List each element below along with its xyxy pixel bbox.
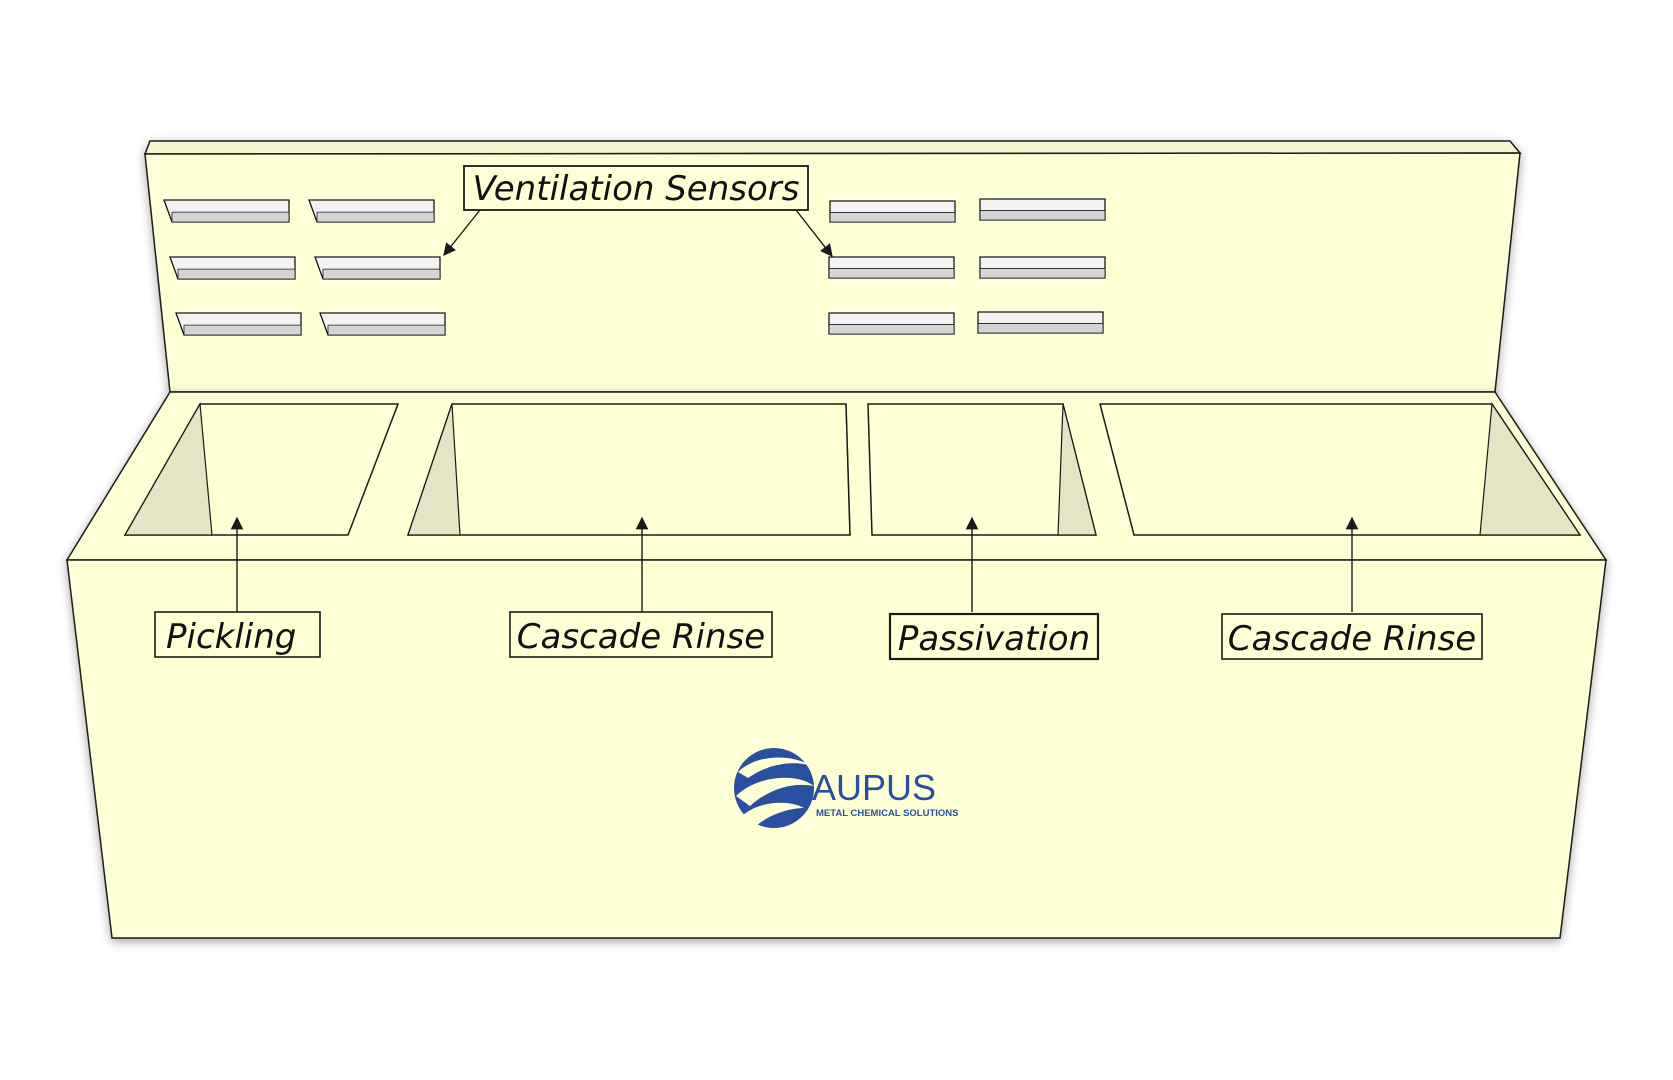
tank-openings <box>123 402 1582 536</box>
tank-label-box-2 <box>509 611 773 658</box>
vent-slot-left-1 <box>163 199 290 223</box>
tank-callout-1: Pickling <box>154 516 321 658</box>
tank-label-box-3 <box>888 612 1100 661</box>
wave-globe-icon <box>734 748 814 828</box>
tank-label-cascade-rinse-2: Cascade Rinse <box>1228 619 1476 659</box>
logo-name: AUPUS <box>812 767 936 808</box>
vent-slot-left-4 <box>314 256 441 280</box>
tank-opening-pickling <box>123 402 400 536</box>
tank-callout-3: Passivation <box>888 516 1100 661</box>
vent-slot-left-6 <box>319 312 446 336</box>
tank-label-passivation: Passivation <box>898 619 1090 659</box>
tank-opening-cascade-rinse-1 <box>406 403 851 536</box>
vent-slot-right-4 <box>979 256 1106 279</box>
ventilation-label: Ventilation Sensors <box>473 169 800 209</box>
vent-slot-right-6 <box>977 311 1104 334</box>
ventilation-arrow-left <box>443 209 481 256</box>
tank-opening-passivation <box>867 403 1097 536</box>
aupus-logo: AUPUS METAL CHEMICAL SOLUTIONS <box>734 748 959 828</box>
vent-group-left <box>163 199 446 336</box>
vent-slot-right-1 <box>829 200 956 223</box>
back-panel-top-edge <box>143 140 1522 155</box>
ventilation-callout: Ventilation Sensors <box>443 165 833 257</box>
tank-callout-4: Cascade Rinse <box>1221 516 1483 660</box>
vent-slot-right-2 <box>979 198 1106 221</box>
tank-label-box-4 <box>1221 613 1483 660</box>
vent-slot-right-5 <box>828 312 955 335</box>
vent-slot-left-2 <box>308 199 435 223</box>
vent-group-right <box>828 198 1106 335</box>
tank-opening-cascade-rinse-2 <box>1099 402 1582 536</box>
tank-label-box-1 <box>154 611 321 658</box>
vent-slot-left-5 <box>175 312 302 336</box>
vent-slot-right-3 <box>828 256 955 279</box>
vent-slot-left-3 <box>169 256 296 280</box>
logo-tagline: METAL CHEMICAL SOLUTIONS <box>816 808 959 819</box>
tank-label-pickling: Pickling <box>166 617 296 657</box>
tank-label-cascade-rinse-1: Cascade Rinse <box>517 617 765 657</box>
ventilation-arrow-right <box>795 209 833 257</box>
ventilation-label-box <box>463 165 809 211</box>
tank-callout-2: Cascade Rinse <box>509 516 773 658</box>
